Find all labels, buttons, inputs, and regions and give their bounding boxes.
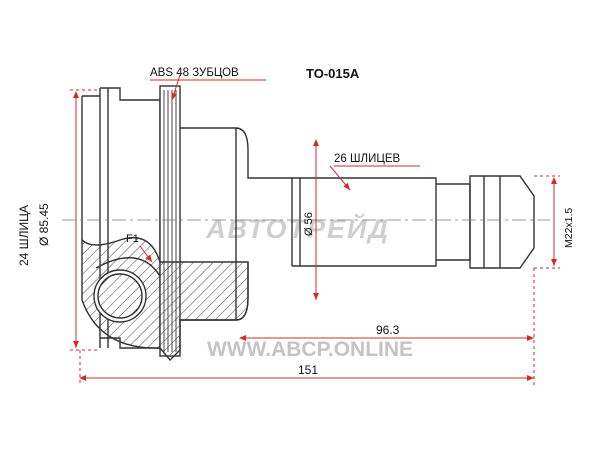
shaft-diameter-label: Ø 56: [303, 212, 315, 236]
shaft-length-label: 96.3: [376, 323, 400, 337]
site-watermark: WWW.ABCP.ONLINE: [207, 338, 413, 361]
housing-section: [81, 236, 249, 362]
part-number: TO-015A: [306, 66, 360, 81]
outer-splines-label: 26 ШЛИЦЕВ: [334, 153, 401, 165]
brand-watermark: АВТОТРЕЙД: [205, 212, 390, 244]
thread-label: M22x1.5: [563, 208, 575, 248]
cv-joint-body: [81, 85, 535, 362]
outer-diameter-label: Ø 85.45: [37, 203, 51, 246]
abs-teeth-label: ABS 48 ЗУБЦОВ: [150, 67, 239, 79]
splined-shaft: [291, 175, 535, 269]
inner-splines-label: 24 ШЛИЦА: [17, 205, 31, 266]
dimension-lines: [70, 74, 560, 386]
total-length-label: 151: [298, 363, 318, 377]
f1-label: F1: [126, 233, 139, 245]
